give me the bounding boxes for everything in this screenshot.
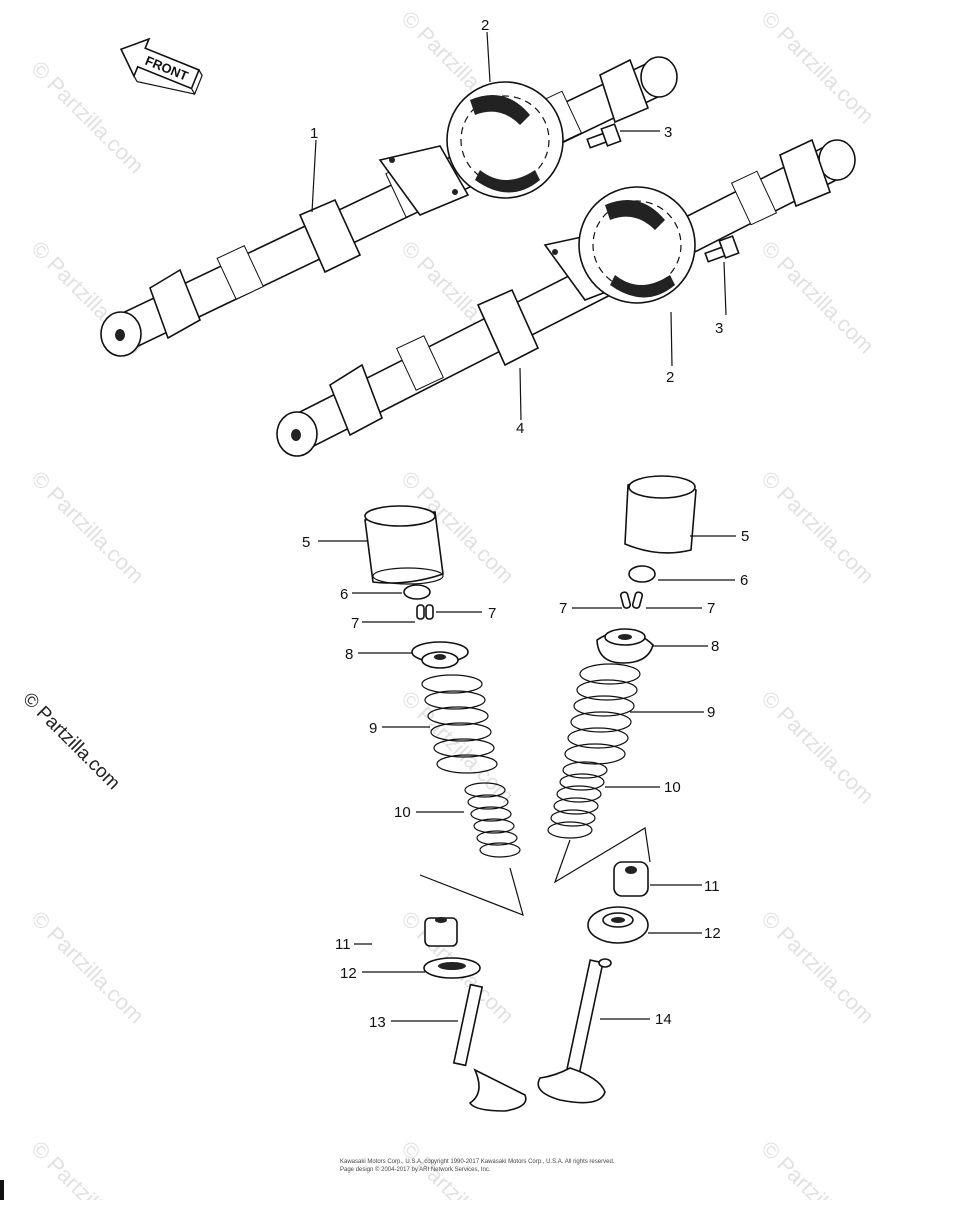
bolt-lower [704,235,740,263]
callout-10: 10 [664,779,681,796]
sprocket-lower [578,186,696,304]
callout-8: 8 [345,646,353,663]
callout-7: 7 [559,600,567,617]
spring-seat-left [423,957,481,979]
valve-stack-left [364,505,527,1112]
callout-7: 7 [488,605,496,622]
watermark: © Partzilla.com [756,906,879,1029]
watermark: © Partzilla.com [756,236,879,359]
valve-right [537,958,612,1104]
watermark: © Partzilla.com [756,466,879,589]
front-arrow: FRONT [119,37,203,96]
sprocket-upper [446,81,564,199]
shim-left [403,584,431,600]
watermark: © Partzilla.com [756,1136,879,1200]
callout-11: 11 [704,878,720,895]
stem-seal-right [613,861,649,897]
stem-seal-left [424,917,458,947]
watermark: © Partzilla.com [26,56,149,179]
callout-7: 7 [707,600,715,617]
valve-stack-right [537,475,697,1104]
callout-10: 10 [394,804,411,821]
camshaft-lower [276,138,856,457]
outer-spring-left [421,674,498,774]
leader-lines [311,31,736,1022]
callout-9: 9 [369,720,377,737]
callout-5: 5 [741,528,749,545]
outer-spring-right [564,663,641,765]
inner-spring-left [464,782,521,858]
callout-3: 3 [664,124,672,141]
callout-13: 13 [369,1014,386,1031]
watermark: © Partzilla.com [396,686,519,809]
callout-14: 14 [655,1011,672,1028]
callout-12: 12 [704,925,721,942]
callout-5: 5 [302,534,310,551]
callout-9: 9 [707,704,715,721]
camshaft-upper [100,56,678,357]
callout-12: 12 [340,965,357,982]
watermark: © Partzilla.com [26,466,149,589]
callout-11: 11 [335,936,351,953]
valve-left [452,983,527,1112]
side-watermark: © Partzilla.com [18,689,123,794]
callouts: 1 2 3 3 2 4 5 5 6 6 7 7 7 7 8 8 9 9 10 1… [302,17,749,1031]
bolt-upper [586,123,622,149]
retainer-right [596,628,654,664]
callout-2: 2 [481,17,489,34]
watermark: © Partzilla.com [756,6,879,129]
callout-1: 1 [310,125,318,142]
watermark: © Partzilla.com [26,1136,149,1200]
callout-6: 6 [340,586,348,603]
watermark: © Partzilla.com [26,906,149,1029]
shim-right [628,565,656,583]
collets-right [619,591,644,609]
callout-7: 7 [351,615,359,632]
copyright-line-2: Page design © 2004-2017 by ARI Network S… [340,1166,491,1173]
watermark: © Partzilla.com [756,686,879,809]
callout-6: 6 [740,572,748,589]
retainer-left [411,641,469,669]
tappet-left [364,505,444,585]
collets-left [416,604,434,620]
callout-2: 2 [666,369,674,386]
callout-3: 3 [715,320,723,337]
tappet-right [624,475,697,554]
copyright-line-1: Kawasaki Motors Corp., U.S.A. copyright … [340,1159,615,1165]
copyright-footer: Kawasaki Motors Corp., U.S.A. copyright … [340,1159,615,1173]
callout-8: 8 [711,638,719,655]
spring-seat-right [587,906,649,944]
callout-4: 4 [516,420,524,437]
inner-spring-right [547,761,608,839]
edge-mark [0,1180,4,1200]
